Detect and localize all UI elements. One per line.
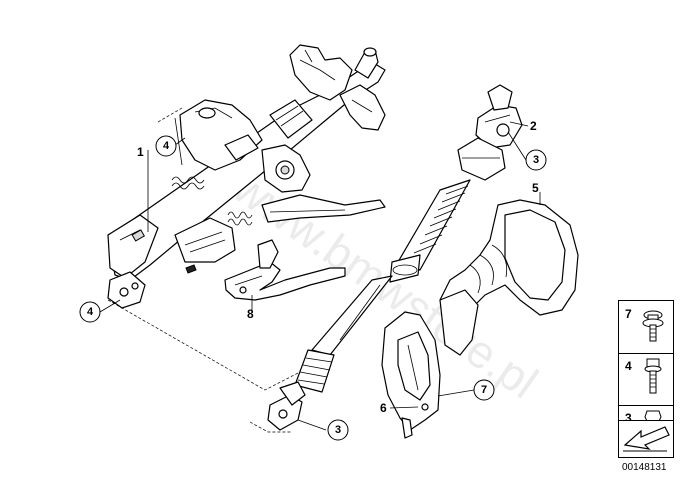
callout-circle-4-lower: 4 (79, 301, 101, 323)
cover-plate-part-6 (381, 311, 441, 439)
legend-number: 7 (625, 307, 632, 321)
callout-circle-3-lower: 3 (327, 419, 349, 441)
callout-labels: 1 2 5 6 8 4 3 4 3 7 (79, 119, 547, 441)
callout-circle-7: 7 (473, 379, 495, 401)
callout-2: 2 (530, 119, 537, 133)
callout-6: 6 (380, 401, 387, 415)
svg-text:7: 7 (481, 384, 487, 396)
coil-spring-left (171, 176, 205, 190)
coil-spring-mid (227, 211, 253, 226)
callout-8: 8 (247, 307, 254, 321)
svg-text:4: 4 (87, 306, 94, 318)
legend-row-4: 4 (619, 353, 673, 406)
svg-text:3: 3 (533, 154, 539, 166)
svg-text:4: 4 (163, 140, 170, 152)
callout-5: 5 (532, 181, 539, 195)
callout-circle-3-upper: 3 (525, 149, 547, 171)
screw-washer-icon (642, 310, 664, 342)
legend-number: 3 (625, 411, 632, 425)
diagram-id: 00148131 (622, 462, 667, 473)
callout-1: 1 (137, 145, 144, 159)
dashed-outlines (107, 107, 301, 433)
callout-circle-4-upper: 4 (155, 135, 177, 157)
steering-column-assembly (107, 44, 386, 309)
arrow-icon (623, 426, 670, 452)
svg-text:3: 3 (335, 424, 341, 436)
legend-row-3: 3 (619, 405, 673, 425)
intermediate-steering-shaft (267, 84, 523, 431)
legend-number: 4 (625, 359, 632, 373)
legend-row-7: 7 (619, 301, 673, 354)
bolt-icon (644, 358, 662, 394)
adjustment-lever-part-8 (224, 239, 346, 301)
bellows-seal-part-5 (439, 199, 579, 356)
direction-arrow-box (618, 420, 674, 458)
leader-lines (99, 117, 541, 431)
